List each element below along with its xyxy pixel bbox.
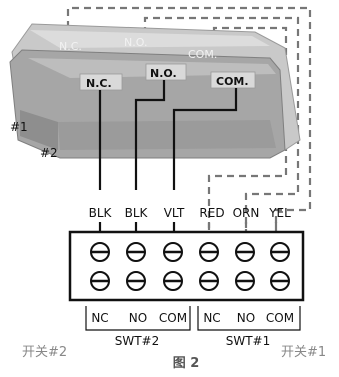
terminal-screw-icon (163, 271, 183, 291)
contact-labels: NC NO COM NC NO COM (91, 311, 294, 325)
terminal-screws (90, 242, 290, 291)
wire-label: RED (199, 206, 224, 220)
switch-2-label-no: N.O. (150, 67, 177, 80)
wire-label: YEL (268, 206, 291, 220)
dashed-wire-nc (66, 6, 312, 232)
terminal-screw-icon (126, 271, 146, 291)
wire-label: BLK (125, 206, 149, 220)
wire-label: ORN (233, 206, 260, 220)
terminal-screw-icon (163, 242, 183, 262)
side-label-left: 开关#2 (22, 345, 67, 360)
wire-vlt-com (172, 88, 238, 190)
switch-number-1: #1 (10, 120, 28, 134)
terminal-block (68, 230, 305, 302)
contact-label: NC (91, 311, 108, 325)
group-label-swt2: SWT#2 (115, 334, 160, 348)
switch-1-label-no: N.O. (124, 36, 147, 49)
wire-blk-no (134, 80, 166, 190)
switch-2-label-com: COM. (216, 75, 249, 88)
switch-number-2: #2 (40, 146, 58, 160)
wire-label: VLT (164, 206, 185, 220)
terminal-screw-icon (126, 242, 146, 262)
dashed-wire-no (143, 16, 300, 232)
terminal-screw-icon (90, 242, 110, 262)
switch-2-label-nc: N.C. (86, 77, 112, 90)
switch-2-terminal-plates (79, 63, 256, 91)
terminal-screw-icon (270, 271, 290, 291)
terminal-screw-icon (199, 242, 219, 262)
contact-label: NO (237, 311, 255, 325)
side-label-right: 开关#1 (281, 345, 326, 360)
terminal-screw-icon (90, 271, 110, 291)
terminal-screw-icon (235, 271, 255, 291)
terminal-screw-icon (235, 242, 255, 262)
switch-1-label-nc: N.C. (59, 40, 82, 53)
wire-label: BLK (89, 206, 113, 220)
switch-1-label-com: COM. (188, 48, 217, 61)
contact-label: COM (159, 311, 187, 325)
group-label-swt1: SWT#1 (226, 334, 271, 348)
contact-label: COM (266, 311, 294, 325)
contact-label: NO (129, 311, 147, 325)
terminal-screw-icon (270, 242, 290, 262)
contact-label: NC (203, 311, 220, 325)
terminal-screw-icon (199, 271, 219, 291)
figure-caption: 图 2 (173, 356, 200, 371)
group-brackets (85, 306, 301, 331)
wire-labels: BLK BLK VLT RED ORN YEL (89, 206, 292, 220)
solid-wires (98, 80, 238, 190)
